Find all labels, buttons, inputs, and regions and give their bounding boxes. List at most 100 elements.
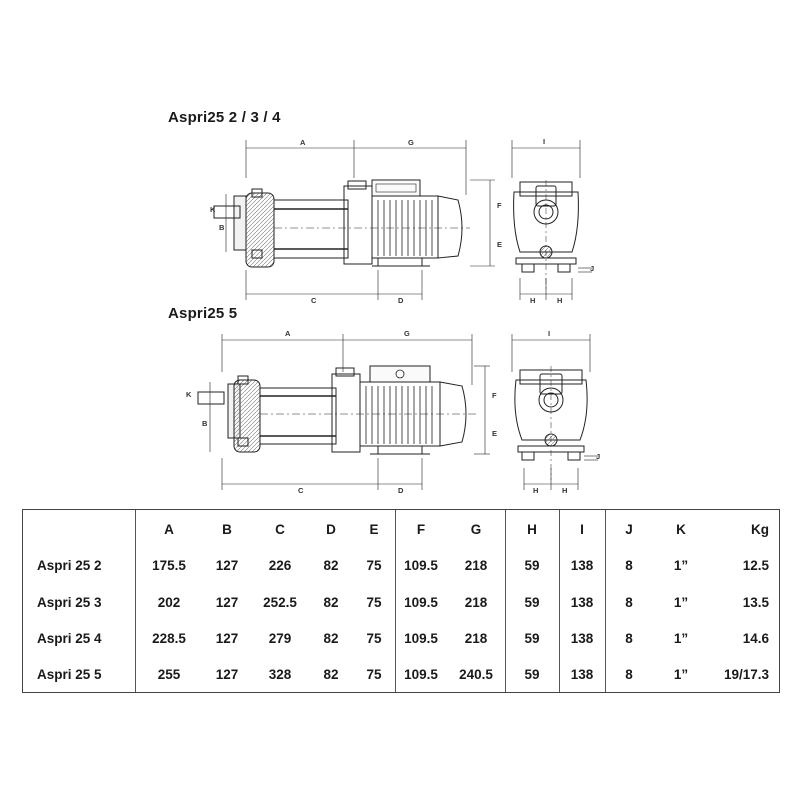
- dim-label-d: D: [398, 296, 404, 305]
- table-header-cell: Kg: [751, 522, 769, 537]
- dim-label-e: E: [497, 240, 502, 249]
- table-header-cell: [37, 512, 149, 548]
- dim-label-h-right: H: [562, 486, 567, 495]
- dim-label-k: K: [186, 390, 192, 399]
- front-view-aspri25-5: [511, 334, 598, 490]
- dim-label-f: F: [492, 391, 497, 400]
- table-column-divider: [605, 510, 606, 692]
- table-cell: 138: [570, 667, 594, 682]
- table-cell: 8: [625, 667, 633, 682]
- table-cell: 59: [524, 558, 540, 573]
- drawing-title-aspri25-234: Aspri25 2 / 3 / 4: [168, 109, 281, 126]
- table-cell: 8: [625, 631, 633, 646]
- dim-label-g: G: [404, 329, 410, 338]
- table-header-cell: F: [416, 522, 426, 537]
- table-cell: 255: [157, 667, 181, 682]
- table-cell: 138: [570, 595, 594, 610]
- technical-drawings: A G K B C D F E I H H J: [186, 137, 600, 495]
- table-column-divider: [559, 510, 560, 692]
- table-cell: 138: [570, 558, 594, 573]
- table-cell: 75: [366, 558, 382, 573]
- dim-label-a: A: [285, 329, 291, 338]
- model-name-cell: Aspri 25 4: [37, 631, 102, 646]
- front-view-aspri25-234: [511, 140, 592, 300]
- dim-label-b: B: [202, 419, 208, 428]
- table-cell: 75: [366, 631, 382, 646]
- table-cell: 82: [323, 595, 339, 610]
- table-cell: 82: [323, 558, 339, 573]
- table-header-cell: B: [222, 522, 232, 537]
- table-cell: 82: [323, 667, 339, 682]
- dim-label-c: C: [298, 486, 304, 495]
- dim-label-h-right: H: [557, 296, 562, 305]
- dim-label-h-left: H: [533, 486, 538, 495]
- table-header-cell: G: [470, 522, 482, 537]
- dim-label-e: E: [492, 429, 497, 438]
- dim-label-a: A: [300, 138, 306, 147]
- table-cell: 218: [464, 558, 488, 573]
- dim-label-j: J: [596, 452, 600, 461]
- table-cell: 19/17.3: [723, 667, 769, 682]
- dim-label-b: B: [219, 223, 225, 232]
- table-header-cell: J: [625, 522, 633, 537]
- model-name-cell: Aspri 25 2: [37, 558, 102, 573]
- table-cell: 59: [524, 631, 540, 646]
- dim-label-j: J: [590, 264, 594, 273]
- side-view-aspri25-234: [213, 140, 495, 300]
- table-column-divider: [135, 510, 136, 692]
- dim-label-h-left: H: [530, 296, 535, 305]
- table-cell: 75: [366, 667, 382, 682]
- dim-label-i: I: [543, 137, 545, 146]
- table-cell: 240.5: [459, 667, 493, 682]
- table-cell: 14.6: [742, 631, 769, 646]
- table-cell: 127: [215, 667, 239, 682]
- table-cell: 1”: [673, 558, 689, 573]
- table-cell: 202: [157, 595, 181, 610]
- table-cell: 218: [464, 595, 488, 610]
- side-view-dimension-labels-bottom: A G K B C D F E: [186, 329, 497, 495]
- table-column-divider: [395, 510, 396, 692]
- table-cell: 138: [570, 631, 594, 646]
- table-cell: 12.5: [742, 558, 769, 573]
- table-header-cell: H: [527, 522, 537, 537]
- dim-label-k: K: [210, 205, 216, 214]
- side-view-aspri25-5: [197, 334, 490, 490]
- table-cell: 252.5: [263, 595, 297, 610]
- dim-label-i: I: [548, 329, 550, 338]
- table-cell: 228.5: [152, 631, 186, 646]
- table-row: Aspri 25 5 255 127 328 82 75 109.5 240.5 59 138 8 1…: [23, 657, 779, 693]
- table-header-cell: I: [580, 522, 584, 537]
- table-cell: 13.5: [742, 595, 769, 610]
- dim-label-d: D: [398, 486, 404, 495]
- table-cell: 109.5: [404, 558, 438, 573]
- table-header-cell: A: [164, 522, 174, 537]
- side-view-dimension-labels-top: A G K B C D F E: [210, 138, 502, 305]
- table-header-cell: E: [369, 522, 379, 537]
- table-cell: 328: [268, 667, 292, 682]
- table-cell: 1”: [673, 667, 689, 682]
- table-cell: 59: [524, 667, 540, 682]
- dim-label-f: F: [497, 201, 502, 210]
- table-cell: 1”: [673, 631, 689, 646]
- table-cell: 109.5: [404, 595, 438, 610]
- table-cell: 1”: [673, 595, 689, 610]
- table-column-divider: [505, 510, 506, 692]
- table-header-cell: K: [676, 522, 686, 537]
- table-header-cell: D: [326, 522, 336, 537]
- table-cell: 109.5: [404, 631, 438, 646]
- model-name-cell: Aspri 25 3: [37, 595, 102, 610]
- table-cell: 127: [215, 558, 239, 573]
- table-cell: 109.5: [404, 667, 438, 682]
- table-cell: 175.5: [152, 558, 186, 573]
- table-cell: 127: [215, 631, 239, 646]
- table-cell: 218: [464, 631, 488, 646]
- table-cell: 127: [215, 595, 239, 610]
- dim-label-c: C: [311, 296, 317, 305]
- model-name-cell: Aspri 25 5: [37, 667, 102, 682]
- dim-label-g: G: [408, 138, 414, 147]
